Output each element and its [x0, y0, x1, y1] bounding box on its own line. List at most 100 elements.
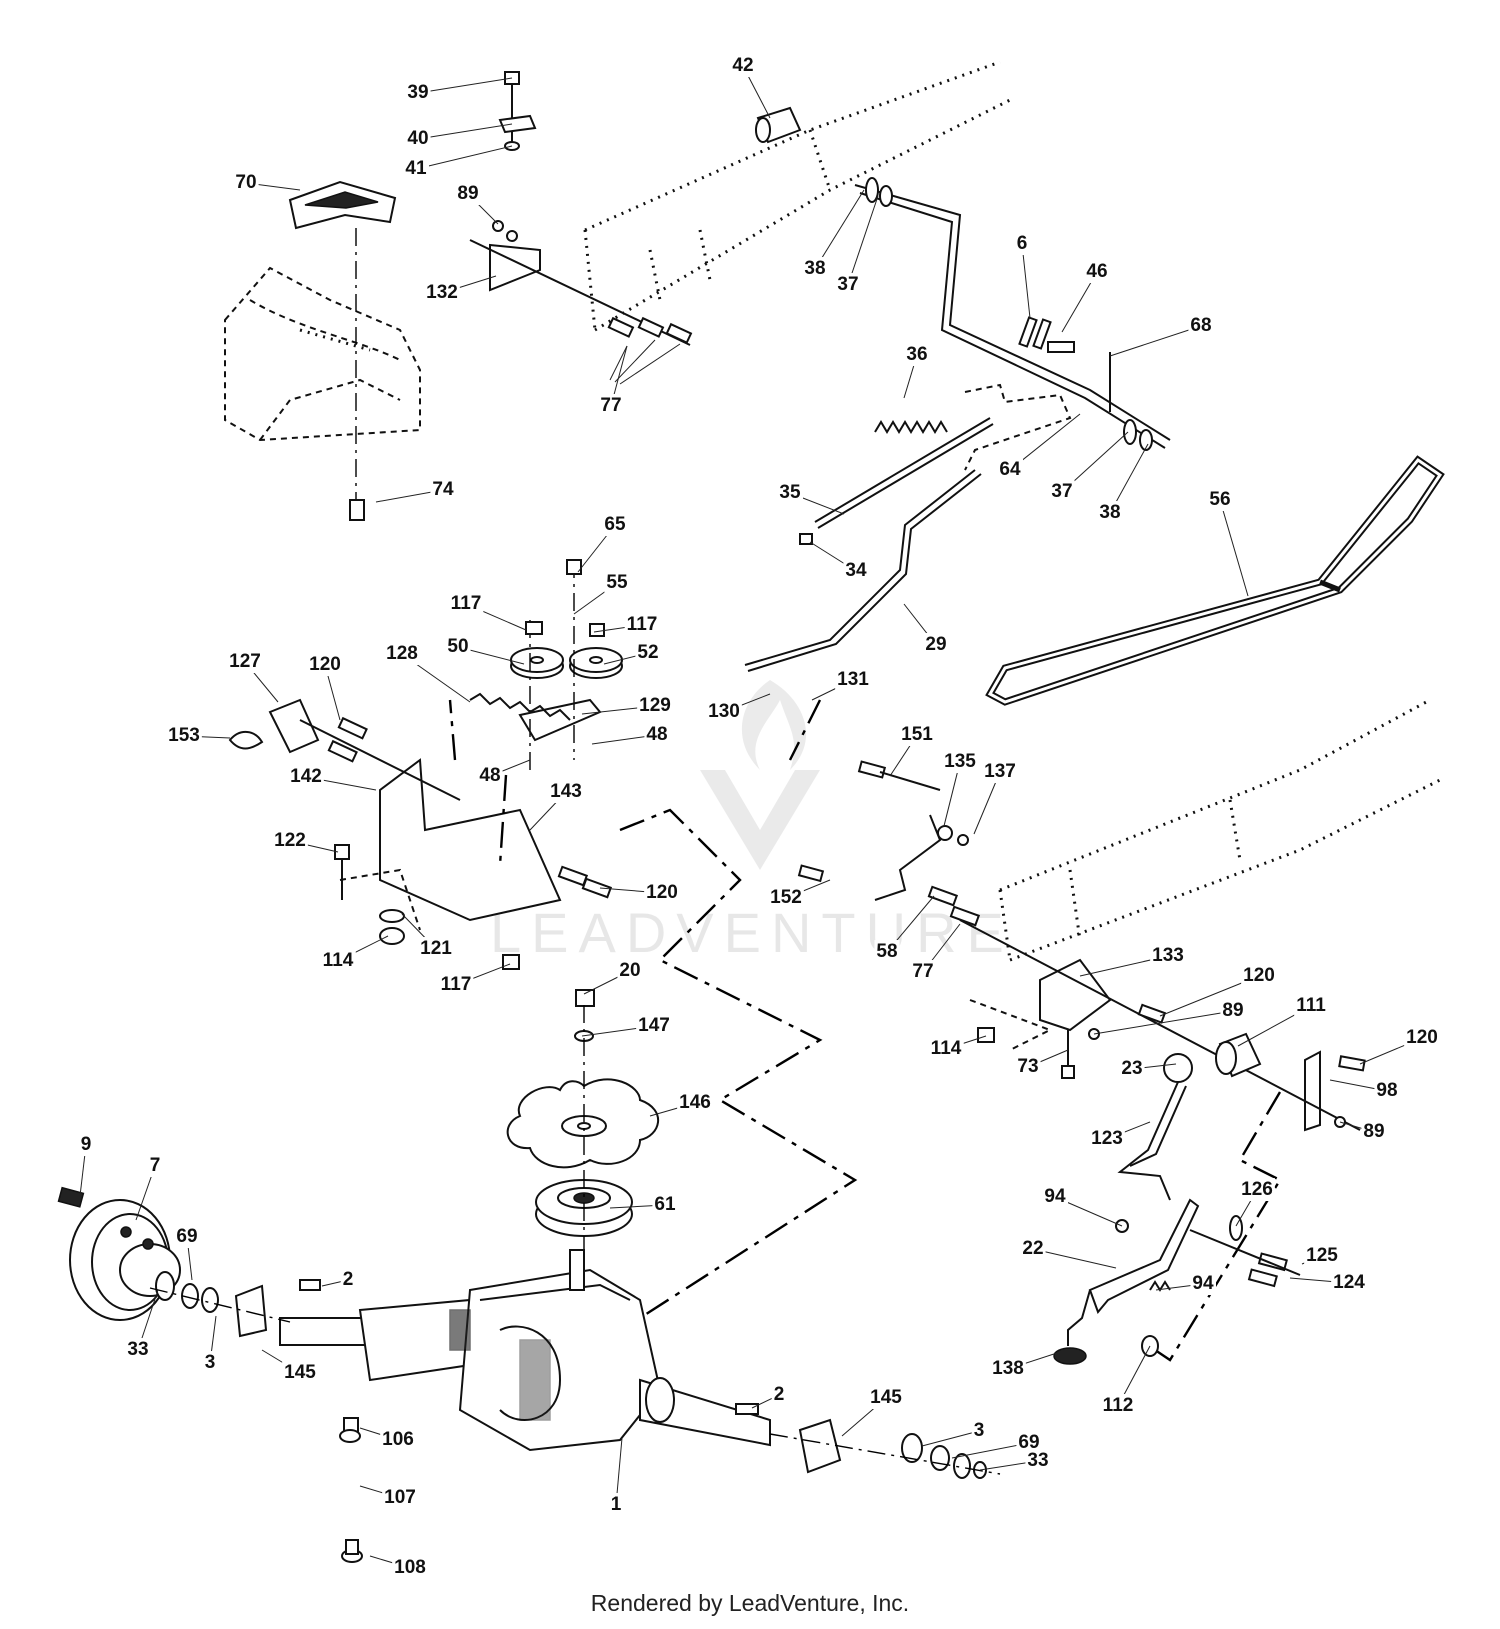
- callout-leader: [1109, 325, 1202, 357]
- callout-halo: [1241, 964, 1277, 988]
- callout-halo: [624, 613, 660, 637]
- callout-halo: [445, 635, 471, 659]
- callout-halo: [448, 592, 484, 616]
- callout-label: 74: [432, 479, 454, 500]
- callout-halo: [430, 478, 456, 502]
- callout-halo: [380, 1428, 416, 1452]
- callout-label: 153: [168, 725, 200, 746]
- callout-halo: [1331, 1271, 1368, 1295]
- callout-label: 111: [1296, 995, 1326, 1016]
- callout-label: 23: [1121, 1058, 1142, 1079]
- callout-halo: [1016, 1431, 1042, 1455]
- callout-halo: [1190, 1272, 1216, 1296]
- callout-halo: [608, 1493, 624, 1517]
- bolt-120-a: [557, 865, 589, 887]
- callout-halo: [307, 653, 343, 677]
- callout-halo: [990, 1357, 1026, 1381]
- callout-label: 65: [604, 514, 626, 535]
- drive-belt-56: [985, 455, 1445, 706]
- callout-halo: [405, 81, 431, 105]
- callout-label: 2: [343, 1269, 354, 1290]
- callout-label: 89: [1363, 1121, 1384, 1142]
- callout-label: 123: [1091, 1128, 1123, 1149]
- callout-label: 34: [845, 560, 867, 581]
- callout-label: 151: [901, 724, 933, 745]
- callout-label: 42: [732, 55, 753, 76]
- callout-halo: [282, 1361, 319, 1385]
- callout-halo: [147, 1154, 163, 1178]
- callout-label: 2: [774, 1384, 785, 1405]
- callout-halo: [166, 724, 202, 748]
- callout-halo: [1294, 994, 1329, 1018]
- callout-label: 1: [611, 1494, 622, 1515]
- callout-halo: [771, 1383, 787, 1407]
- idler-pulleys: [510, 559, 623, 770]
- callout-halo: [802, 257, 828, 281]
- transaxle-1: [279, 1249, 771, 1452]
- callout-leader: [1021, 243, 1031, 319]
- callout-label: 114: [931, 1038, 962, 1059]
- spacer-42: [755, 106, 802, 144]
- callout-halo: [730, 54, 756, 78]
- rod-64: [854, 177, 1171, 451]
- callout-label: 58: [876, 941, 897, 962]
- callout-label: 128: [386, 643, 418, 664]
- callout-halo: [835, 668, 872, 692]
- callout-halo: [1119, 1057, 1145, 1081]
- callout-label: 9: [81, 1134, 92, 1155]
- callout-leader: [1219, 499, 1249, 597]
- callout-label: 137: [984, 761, 1016, 782]
- link-151-152: [797, 760, 969, 901]
- callout-label: 146: [679, 1092, 711, 1113]
- callout-halo: [424, 281, 460, 305]
- fasteners-106-108: [339, 1417, 363, 1563]
- callout-label: 152: [770, 887, 802, 908]
- callout-halo: [405, 127, 431, 151]
- callout-label: 126: [1241, 1179, 1273, 1200]
- clip-34: [799, 533, 813, 545]
- callout-label: 40: [407, 128, 428, 149]
- callout-label: 142: [290, 766, 322, 787]
- callout-halo: [1404, 1026, 1440, 1050]
- callout-label: 117: [451, 593, 482, 614]
- callout-halo: [868, 1386, 905, 1410]
- callout-label: 61: [654, 1194, 676, 1215]
- callout-label: 48: [646, 724, 667, 745]
- pedal-bracket-22: [1053, 1198, 1301, 1365]
- callout-halo: [982, 760, 1018, 784]
- callout-halo: [1239, 1178, 1275, 1202]
- callout-halo: [548, 780, 584, 804]
- frame-rail-lower: [998, 698, 1441, 962]
- seat-pan-70: [288, 180, 397, 230]
- callout-label: 7: [150, 1155, 161, 1176]
- callout-label: 29: [925, 634, 946, 655]
- callout-leader: [1032, 1248, 1117, 1269]
- callout-label: 107: [384, 1487, 416, 1508]
- callout-label: 77: [600, 395, 621, 416]
- callout-halo: [477, 764, 503, 788]
- callout-label: 143: [550, 781, 582, 802]
- callout-halo: [1025, 1449, 1051, 1473]
- callout-leader: [1093, 1010, 1234, 1035]
- callout-label: 125: [1306, 1245, 1338, 1266]
- callout-label: 135: [944, 751, 976, 772]
- callout-halo: [233, 171, 259, 195]
- callout-halo: [1207, 488, 1233, 512]
- watermark-logo: [700, 680, 820, 870]
- callout-halo: [971, 1419, 987, 1443]
- bracket-133: [927, 885, 1361, 1131]
- callout-halo: [382, 1486, 418, 1510]
- fender-outline: [224, 266, 421, 442]
- callout-halo: [1049, 480, 1075, 504]
- callout-label: 64: [999, 459, 1021, 480]
- callout-label: 117: [627, 614, 658, 635]
- callout-label: 70: [235, 172, 256, 193]
- callout-halo: [598, 394, 624, 418]
- callout-label: 147: [638, 1015, 670, 1036]
- callout-halo: [604, 571, 630, 595]
- callout-label: 106: [382, 1429, 414, 1450]
- callout-label: 39: [407, 82, 428, 103]
- callout-halo: [392, 1556, 428, 1580]
